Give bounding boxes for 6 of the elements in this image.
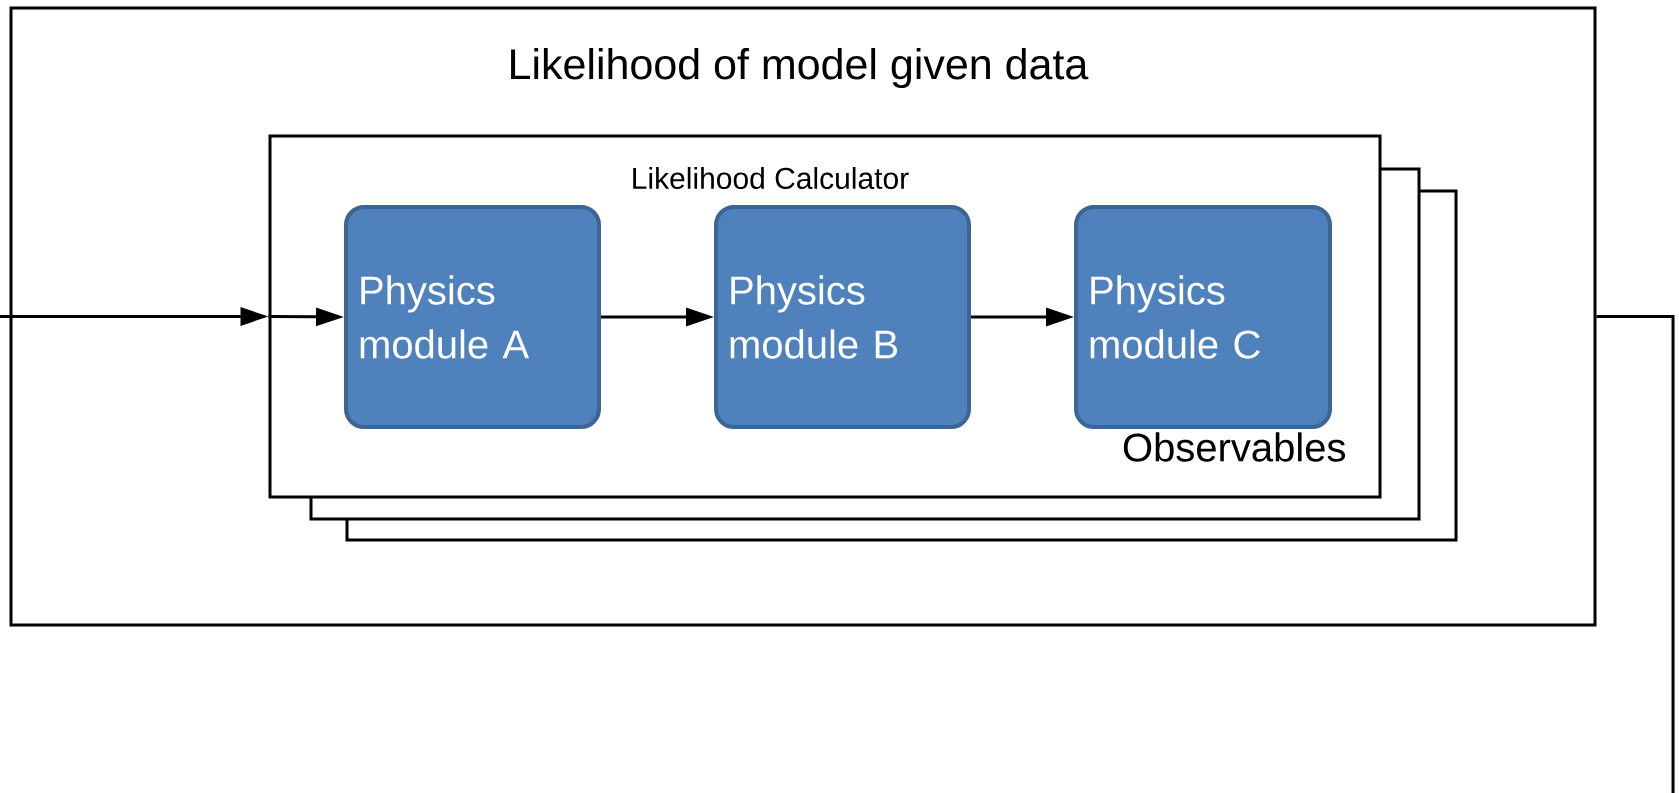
box-title: Likelihood Calculator <box>633 167 909 189</box>
module-box: Physics module C <box>1074 205 1332 429</box>
module-box: Physics module A <box>344 205 601 429</box>
box-title: Likelihood of model given data <box>511 47 1089 89</box>
box-label: Observables <box>1123 432 1345 462</box>
module-box: Physics module B <box>714 205 971 429</box>
